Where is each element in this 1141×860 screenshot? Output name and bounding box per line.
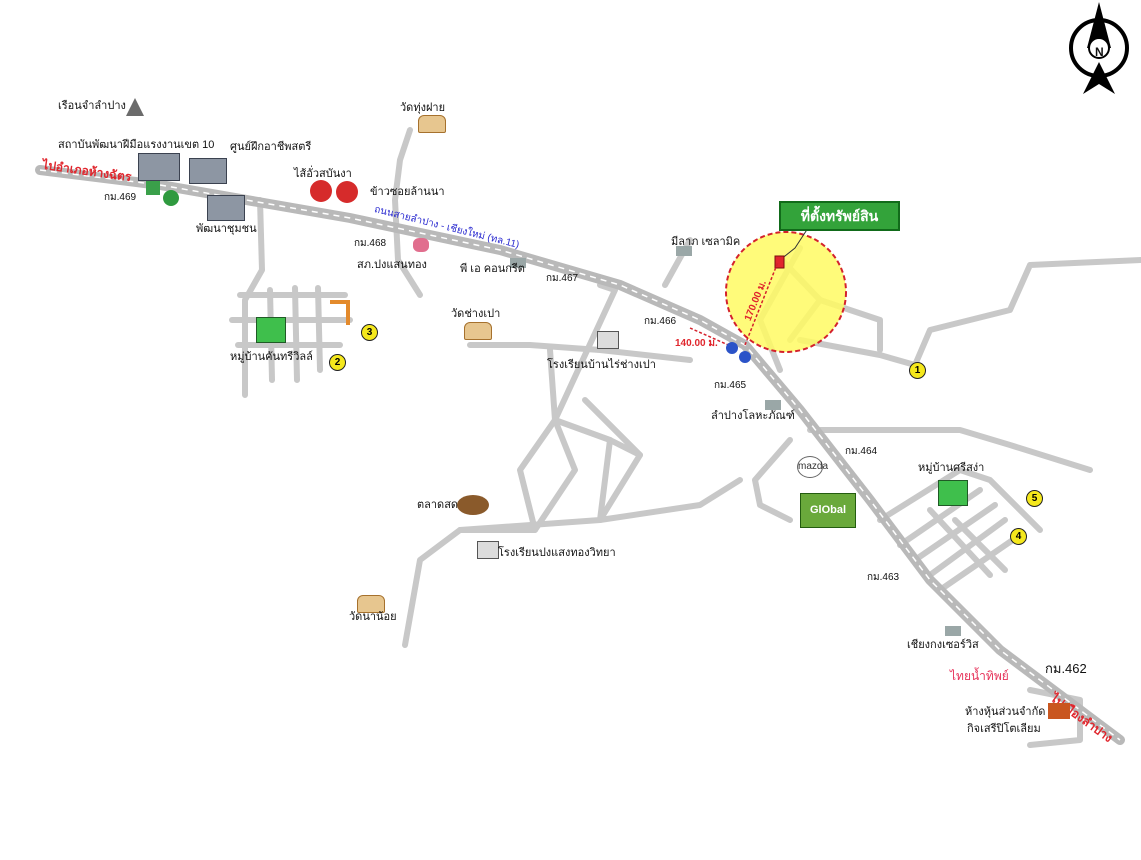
village-house-icon — [256, 317, 286, 343]
marker-5: 5 — [1026, 490, 1043, 507]
market-basket-icon — [457, 495, 489, 515]
km-marker: กม.462 — [1045, 661, 1087, 676]
factory-icon — [510, 258, 526, 268]
km-marker: กม.467 — [546, 273, 579, 284]
target-label: ที่ตั้งทรัพย์สิน — [779, 201, 900, 231]
seven-eleven-icon — [146, 181, 160, 195]
distance-label: 140.00 ม. — [675, 338, 718, 349]
temple-icon — [418, 115, 446, 133]
place-label: ข้าวซอยล้านนา — [370, 186, 445, 198]
factory-icon — [765, 400, 781, 410]
place-label: ห้างหุ้นส่วนจำกัด — [965, 706, 1046, 718]
place-label: โรงเรียนปงแสงทองวิทยา — [498, 547, 616, 559]
factory-icon — [945, 626, 961, 636]
place-label: กิจเสรีปิโตเลียม — [967, 723, 1041, 735]
marker-3: 3 — [361, 324, 378, 341]
north-arrow-icon — [1069, 2, 1129, 94]
place-label: พัฒนาชุมชน — [196, 223, 257, 235]
place-label: หมู่บ้านศรีสง่า — [918, 462, 985, 474]
place-label: มีลาภ เซลามิค — [671, 236, 741, 248]
access-road — [330, 300, 350, 325]
place-label: สภ.ปงแสนทอง — [357, 259, 427, 271]
place-label: สถาบันพัฒนาฝีมือแรงงานเขต 10 — [58, 139, 215, 151]
place-label: วัดช่างเปา — [451, 308, 501, 320]
marker-2: 2 — [329, 354, 346, 371]
marker-1: 1 — [909, 362, 926, 379]
km-marker: กม.468 — [354, 238, 387, 249]
place-label: หมู่บ้านคันทรีวิลล์ — [230, 351, 313, 363]
place-label: โรงเรียนบ้านไร่ช่างเปา — [547, 359, 656, 371]
school-icon — [597, 331, 619, 349]
compass-label: N — [1095, 45, 1104, 59]
place-label: ไทยน้ำทิพย์ — [950, 669, 1009, 683]
building-icon — [207, 195, 245, 221]
building-icon — [189, 158, 227, 184]
police-icon — [413, 238, 429, 252]
km-marker: กม.464 — [845, 446, 878, 457]
target-marker-icon — [774, 255, 785, 269]
temple-icon — [357, 595, 385, 613]
building-icon — [138, 153, 180, 181]
place-label: วัดนาน้อย — [349, 611, 397, 623]
target-radius-circle — [725, 231, 847, 353]
main-highway — [35, 165, 1125, 745]
km-marker: กม.465 — [714, 380, 747, 391]
place-label: ไส้อั่วสบันงา — [294, 168, 352, 180]
school-icon — [477, 541, 499, 559]
km-marker: กม.463 — [867, 572, 900, 583]
ptt-icon — [163, 190, 179, 206]
place-label: ตลาดสด — [417, 499, 459, 511]
km-marker: กม.466 — [644, 316, 677, 327]
km-marker: กม.469 — [104, 192, 137, 203]
temple-icon — [464, 322, 492, 340]
sausage-shop-icon — [310, 180, 332, 202]
place-label: ลำปางโลหะภัณฑ์ — [711, 410, 795, 422]
place-label: เรือนจำลำปาง — [58, 100, 126, 112]
place-label: เชียงกงเซอร์วิส — [907, 639, 979, 651]
marker-4: 4 — [1010, 528, 1027, 545]
place-label: ศูนย์ฝึกอาชีพสตรี — [230, 141, 312, 153]
place-label: พี เอ คอนกรีต — [460, 263, 525, 275]
place-label: วัดทุ่งฝาย — [400, 102, 446, 114]
sausage-shop-icon — [336, 181, 358, 203]
gas-station-icon — [1048, 703, 1070, 719]
village-house-icon — [938, 480, 968, 506]
global-house-logo: GlObal — [800, 493, 856, 528]
mazda-logo: mazda — [797, 456, 828, 478]
factory-icon — [676, 246, 692, 256]
road — [392, 127, 423, 298]
